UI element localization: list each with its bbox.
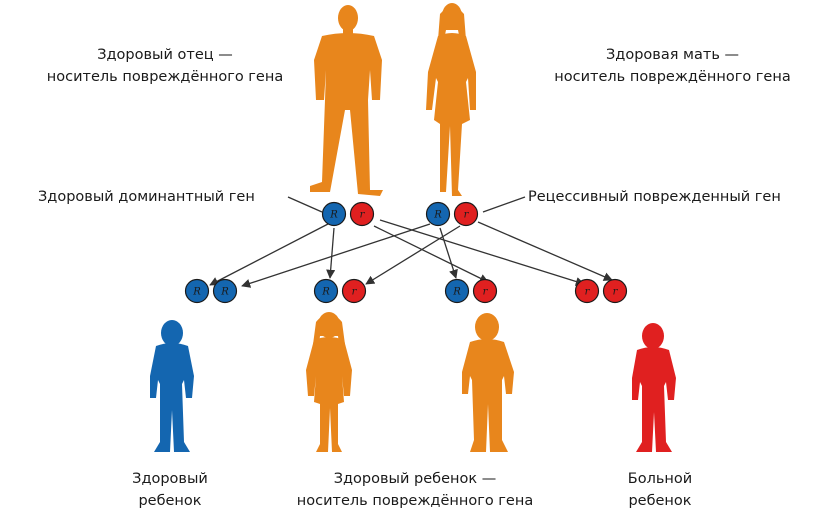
mother-allele-label-2: r — [464, 210, 470, 221]
mother-allele-label-1: R — [433, 210, 442, 221]
mother-allele-dominant-1 — [425, 201, 451, 227]
child-3-allele-dominant-1 — [444, 278, 470, 304]
father-allele-label-2: r — [360, 210, 366, 221]
carrier-child-label-line-1: Здоровый ребенок — — [333, 471, 497, 487]
recessive-gene-label: Рецессивный поврежденный ген — [528, 186, 781, 208]
father-silhouette-icon — [310, 5, 383, 196]
child-1-allele-label-1: R — [192, 287, 201, 298]
boy-silhouette-icon — [632, 323, 676, 452]
recessive-gene-label-text: Рецессивный поврежденный ген — [528, 189, 781, 205]
healthy-child-label-line-1: Здоровый — [132, 471, 208, 487]
father-allele-dominant-1 — [321, 201, 347, 227]
arrow-father-R-to-child-2 — [326, 227, 336, 279]
mother-label-line-1: Здоровая мать — — [606, 47, 739, 63]
child-1-allele-dominant-2 — [212, 278, 238, 304]
sick-child-label-line-2: ребенок — [628, 493, 692, 509]
dominant-gene-label: Здоровый доминантный ген — [38, 186, 255, 208]
arrow-mother-r-to-child-2 — [365, 225, 461, 285]
carrier-child-label: Здоровый ребенок — носитель повреждённог… — [270, 468, 560, 512]
arrow-father-R-to-child-1 — [209, 223, 329, 286]
arrow-mother-r-to-child-4 — [477, 221, 613, 281]
father-label: Здоровый отец — носитель повреждённого г… — [30, 44, 300, 88]
child-4-allele-recessive-2 — [602, 278, 628, 304]
arrow-father-r-to-child-3 — [373, 225, 489, 283]
child-3-allele-label-1: R — [452, 287, 461, 298]
inheritance-arrows — [209, 219, 613, 288]
boy-silhouette-icon — [150, 320, 194, 452]
arrow-mother-R-to-child-3 — [439, 227, 458, 279]
child-4-allele-recessive-1 — [574, 278, 600, 304]
father-label-line-1: Здоровый отец — — [97, 47, 233, 63]
sick-child-label: Больной ребенок — [590, 468, 730, 512]
child-1-allele-label-2: R — [220, 287, 229, 298]
father-allele-label-1: R — [329, 210, 338, 221]
arrow-father-r-to-child-4 — [379, 219, 585, 286]
child-3-allele-label-2: r — [483, 287, 489, 298]
child-4-allele-label-2: r — [613, 287, 619, 298]
recessive-label-pointer — [482, 196, 526, 213]
child-2-allele-dominant-1 — [313, 278, 339, 304]
arrow-mother-R-to-child-1 — [241, 223, 431, 288]
girl-silhouette-icon — [306, 312, 352, 452]
child-1-allele-dominant-1 — [184, 278, 210, 304]
child-3-allele-recessive-2 — [472, 278, 498, 304]
mother-label-line-2: носитель повреждённого гена — [554, 69, 791, 85]
mother-allele-recessive-2 — [453, 201, 479, 227]
mother-silhouette-icon — [426, 3, 476, 196]
father-label-line-2: носитель повреждённого гена — [46, 69, 284, 85]
child-2-allele-recessive-2 — [341, 278, 367, 304]
father-allele-recessive-2 — [349, 201, 375, 227]
mother-label: Здоровая мать — носитель повреждённого г… — [535, 44, 810, 88]
dominant-label-pointer — [287, 196, 323, 213]
carrier-child-label-line-2: носитель повреждённого гена — [296, 493, 534, 509]
healthy-child-label-line-2: ребенок — [138, 493, 202, 509]
healthy-child-label: Здоровый ребенок — [100, 468, 240, 512]
child-2-allele-label-2: r — [352, 287, 358, 298]
sick-child-label-line-1: Больной — [627, 471, 693, 487]
dominant-gene-label-text: Здоровый доминантный ген — [38, 189, 255, 205]
child-2-allele-label-1: R — [321, 287, 330, 298]
child-4-allele-label-1: r — [585, 287, 591, 298]
boy-silhouette-icon — [462, 313, 514, 452]
